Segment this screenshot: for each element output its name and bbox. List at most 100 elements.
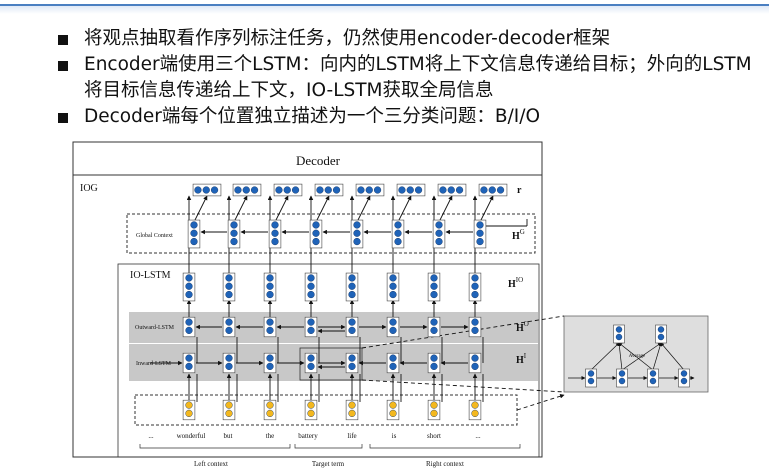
inward-lstm-node (222, 352, 236, 374)
zoom-lstm-node-cell (587, 370, 595, 377)
output-r-node-cell (291, 186, 300, 194)
bullet-item-3: Decoder端每个位置独立描述为一个三分类问题：B/I/O (58, 104, 758, 130)
global-context-node (309, 219, 323, 249)
context-bracket (369, 444, 521, 449)
output-r-node (396, 183, 426, 197)
outward-lstm-node (222, 316, 236, 338)
global-context-node-cell (271, 221, 279, 229)
io-lstm-node (263, 272, 277, 302)
zoom-lstm-node-cell (680, 377, 688, 385)
zoom-lstm-node-cell (657, 333, 665, 341)
output-r-node-cell (480, 186, 488, 194)
bullet-text-2: Encoder端使用三个LSTM：向内的LSTM将上下文信息传递给目标；外向的L… (84, 54, 752, 101)
zoom-lstm-node-cell (618, 370, 626, 377)
output-r-node (192, 183, 222, 197)
global-context-node-cell (353, 229, 361, 237)
zoom-lstm-node-cell (587, 377, 595, 385)
bullet-item-1: 将观点抽取看作序列标注任务，仍然使用encoder-decoder框架 (58, 26, 758, 52)
global-context-node-cell (230, 221, 238, 229)
io-lstm-node-cell (266, 290, 274, 299)
zoom-lstm-node-cell (615, 333, 623, 341)
output-r-node-cell (210, 186, 219, 194)
inward-lstm-node (468, 352, 482, 374)
io-lstm-node-cell (348, 282, 356, 290)
io-lstm-node-cell (471, 274, 479, 282)
io-lstm-node-cell (185, 282, 193, 290)
title-bar-fade (0, 6, 769, 14)
word-label: is (392, 432, 397, 440)
outward-lstm-node-cell (185, 326, 193, 335)
outward-lstm-node-cell (266, 318, 274, 326)
outward-lstm-node-cell (225, 318, 233, 326)
io-lstm-node-cell (266, 282, 274, 290)
inward-lstm-node (345, 352, 359, 374)
output-r-node-cell (414, 186, 423, 194)
word-label: ... (475, 432, 481, 440)
global-context-node-cell (190, 229, 198, 237)
outward-lstm-node-cell (471, 326, 479, 335)
zoom-connector (516, 394, 565, 411)
output-r-node-cell (406, 186, 414, 194)
io-lstm-node (304, 272, 318, 302)
zoom-detail (568, 324, 695, 388)
zoom-lstm-node (613, 324, 625, 344)
inward-lstm-node (427, 352, 441, 374)
output-r-node (314, 183, 344, 197)
global-context-node-cell (394, 229, 402, 237)
global-context-node-cell (230, 229, 238, 237)
iog-label: IOG (80, 183, 98, 194)
inward-lstm-node-cell (185, 362, 193, 371)
io-lstm-label: IO-LSTM (130, 270, 171, 281)
global-context-label: Global Context (136, 233, 173, 239)
inward-lstm-label: Inward-LSTM (136, 361, 172, 367)
output-r-node-cell (316, 186, 324, 194)
inward-lstm-node (182, 352, 196, 374)
word-embedding-node (263, 399, 277, 421)
title-bar-line (0, 4, 769, 6)
word-embedding-node-cell (430, 401, 438, 409)
zoom-merge-arrow (618, 342, 654, 371)
inward-lstm-node-cell (225, 354, 233, 362)
word-embedding-node-cell (225, 409, 233, 418)
word-embedding-node-cell (471, 409, 479, 418)
outward-lstm-node (304, 316, 318, 338)
title-bar (0, 0, 769, 14)
global-context-node-cell (394, 237, 402, 246)
zoom-lstm-node (678, 368, 690, 388)
word-embedding-node-cell (185, 409, 193, 418)
io-lstm-node-cell (389, 290, 397, 299)
square-bullet-icon (58, 35, 68, 45)
inward-lstm-node-cell (471, 354, 479, 362)
word-embedding-node-cell (225, 401, 233, 409)
global-to-output-arrow (438, 195, 453, 223)
left-context-label: Left context (194, 460, 228, 468)
global-context-node (350, 219, 364, 249)
output-r-node-cell (439, 186, 447, 194)
global-context-node (268, 219, 282, 249)
word-embedding-node-cell (185, 401, 193, 409)
inward-lstm-node-cell (430, 354, 438, 362)
global-to-output-arrow (315, 195, 330, 223)
global-context-node-cell (476, 229, 484, 237)
io-lstm-node-cell (389, 282, 397, 290)
io-lstm-node-cell (225, 274, 233, 282)
outward-lstm-node-cell (266, 326, 274, 335)
io-lstm-node-cell (430, 290, 438, 299)
zoom-lstm-node-cell (618, 377, 626, 385)
output-r-node-cell (373, 186, 382, 194)
zoom-lstm-node (616, 368, 628, 388)
output-r-node-cell (398, 186, 406, 194)
word-embedding-node (304, 399, 318, 421)
global-to-output-arrow (274, 195, 289, 223)
io-lstm-node-cell (185, 274, 193, 282)
global-context-node (473, 219, 487, 249)
global-context-node-cell (435, 237, 443, 246)
io-lstm-node-cell (307, 274, 315, 282)
word-label: wonderful (177, 432, 206, 440)
global-context-node (227, 219, 241, 249)
word-embedding-node (222, 399, 236, 421)
io-lstm-node-cell (185, 290, 193, 299)
word-embedding-node-cell (266, 409, 274, 418)
